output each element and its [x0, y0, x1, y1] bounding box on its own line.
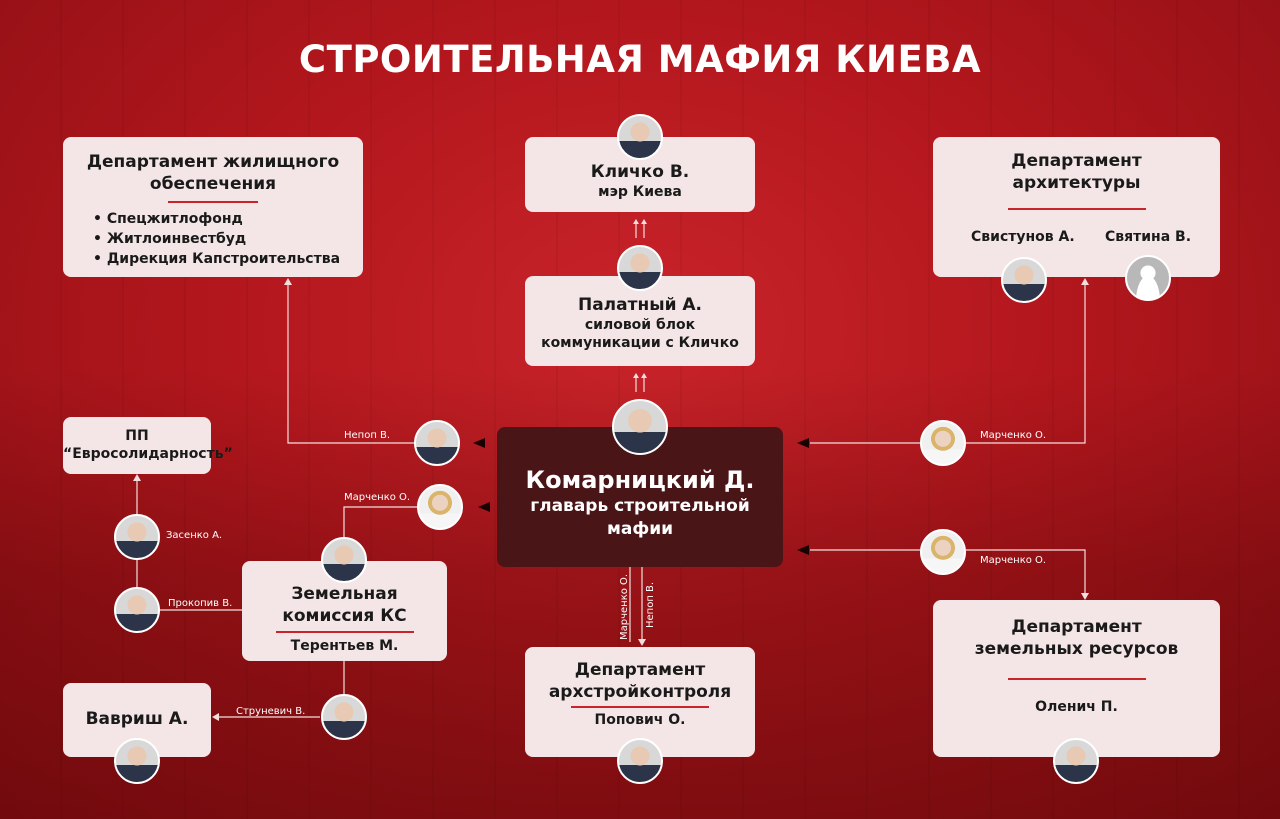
svyatina-avatar	[1125, 255, 1171, 301]
architecture-title: Департамент	[1011, 151, 1142, 171]
housing-item: • Дирекция Капстроительства	[93, 251, 341, 267]
palatny-role-2: коммуникации с Кличко	[541, 335, 739, 351]
archstroy-title: Департамент	[574, 660, 706, 680]
housing-department-box: Департамент жилищного обеспечения • Спец…	[63, 137, 363, 277]
marchenko-right-bottom-label: Марченко О.	[980, 555, 1047, 566]
terentyev-avatar	[321, 537, 367, 583]
central-role: главарь строительной	[530, 496, 750, 516]
svistunov-avatar	[1001, 257, 1047, 303]
land-resources-title: Департамент	[1011, 617, 1142, 637]
marchenko-down-label: Марченко О.	[619, 573, 630, 640]
architecture-department-box: Департамент архитектуры Свистунов А. Свя…	[933, 137, 1220, 277]
palatny-avatar	[617, 245, 663, 291]
central-name: Комарницкий Д.	[525, 466, 755, 494]
palatny-name: Палатный А.	[577, 295, 703, 315]
palatny-box: Палатный А. силовой блок коммуникации с …	[525, 276, 755, 366]
prokopiv-avatar	[114, 587, 160, 633]
housing-item: • Житлоинвестбуд	[93, 231, 247, 247]
marchenko-right-top-avatar	[920, 420, 966, 466]
komarnitsky-avatar	[612, 399, 668, 455]
svistunov-name: Свистунов А.	[971, 229, 1075, 245]
vavrysh-name: Вавриш А.	[85, 709, 189, 729]
marchenko-avatar	[417, 484, 463, 530]
vavrysh-avatar	[114, 738, 160, 784]
party-title-2: “Евросолидарность”	[63, 446, 233, 462]
zasenko-label: Засенко А.	[166, 530, 223, 541]
svyatina-name: Святина В.	[1105, 229, 1192, 245]
popovich-avatar	[617, 738, 663, 784]
land-resources-box: Департамент земельных ресурсов Оленич П.	[933, 600, 1220, 757]
nepop-down-label: Непоп В.	[645, 581, 656, 628]
klitschko-avatar	[617, 114, 663, 160]
land-resources-title-2: земельных ресурсов	[974, 639, 1179, 659]
page-title: СТРОИТЕЛЬНАЯ МАФИЯ КИЕВА	[298, 38, 982, 81]
housing-title-2: обеспечения	[149, 174, 277, 194]
land-commission-title: Земельная	[291, 584, 398, 604]
archstroy-head: Попович О.	[594, 712, 686, 728]
marchenko-label: Марченко О.	[344, 492, 411, 503]
party-box: ПП “Евросолидарность”	[63, 417, 233, 474]
central-role-2: мафии	[606, 519, 674, 539]
marchenko-right-top-label: Марченко О.	[980, 430, 1047, 441]
party-title: ПП	[125, 428, 149, 444]
housing-title: Департамент жилищного	[86, 152, 340, 172]
land-resources-head: Оленич П.	[1035, 699, 1118, 715]
nepop-avatar	[414, 420, 460, 466]
vavrysh-box: Вавриш А.	[63, 683, 211, 757]
land-commission-title-2: комиссия КС	[282, 606, 407, 626]
marchenko-right-bottom-avatar	[920, 529, 966, 575]
housing-item: • Спецжитлофонд	[93, 211, 243, 227]
prokopiv-label: Прокопив В.	[168, 598, 233, 609]
land-commission-head: Терентьев М.	[290, 638, 399, 654]
klitschko-name: Кличко В.	[590, 162, 690, 182]
strunevich-avatar	[321, 694, 367, 740]
palatny-role: силовой блок	[584, 317, 696, 333]
olenich-avatar	[1053, 738, 1099, 784]
archstroy-title-2: архстройконтроля	[548, 682, 732, 702]
strunevich-label: Струневич В.	[236, 706, 306, 717]
nepop-label: Непоп В.	[344, 430, 391, 441]
klitschko-role: мэр Киева	[598, 184, 682, 200]
architecture-title-2: архитектуры	[1012, 173, 1141, 193]
zasenko-avatar	[114, 514, 160, 560]
